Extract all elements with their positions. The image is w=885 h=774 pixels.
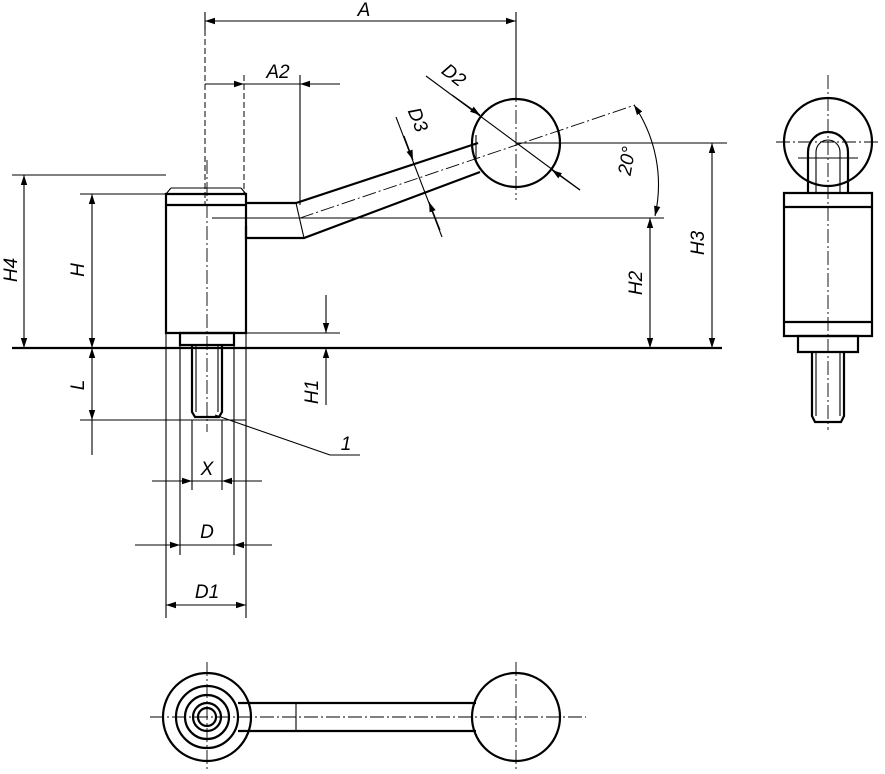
label-H2: H2 [626,270,647,295]
lever-arm-bottom [244,170,481,240]
label-H3: H3 [688,230,709,255]
label-X: X [200,459,215,480]
label-D3: D3 [403,105,432,136]
label-item-1: 1 [341,434,352,455]
side-hub [782,191,874,338]
label-D1: D1 [195,582,219,603]
label-A: A [357,0,371,21]
label-A2: A2 [265,62,290,83]
lever-arm-top [246,141,479,205]
label-H4: H4 [1,258,22,282]
leader-item-1 [214,414,331,456]
side-view [776,75,880,430]
label-H: H [68,263,89,277]
label-D: D [200,522,214,543]
top-view [150,662,586,772]
dimension-angle [633,104,661,217]
lever-centerline [299,104,636,219]
hub-body [164,192,248,335]
label-H1: H1 [302,380,323,404]
hub-chamfer [165,187,172,195]
front-view: A A2 D2 D3 20° H4 H [1,0,727,618]
label-D2: D2 [437,60,469,92]
threaded-stud [190,345,224,419]
label-angle: 20° [615,145,641,178]
side-washer [796,334,860,354]
label-L: L [68,380,89,391]
